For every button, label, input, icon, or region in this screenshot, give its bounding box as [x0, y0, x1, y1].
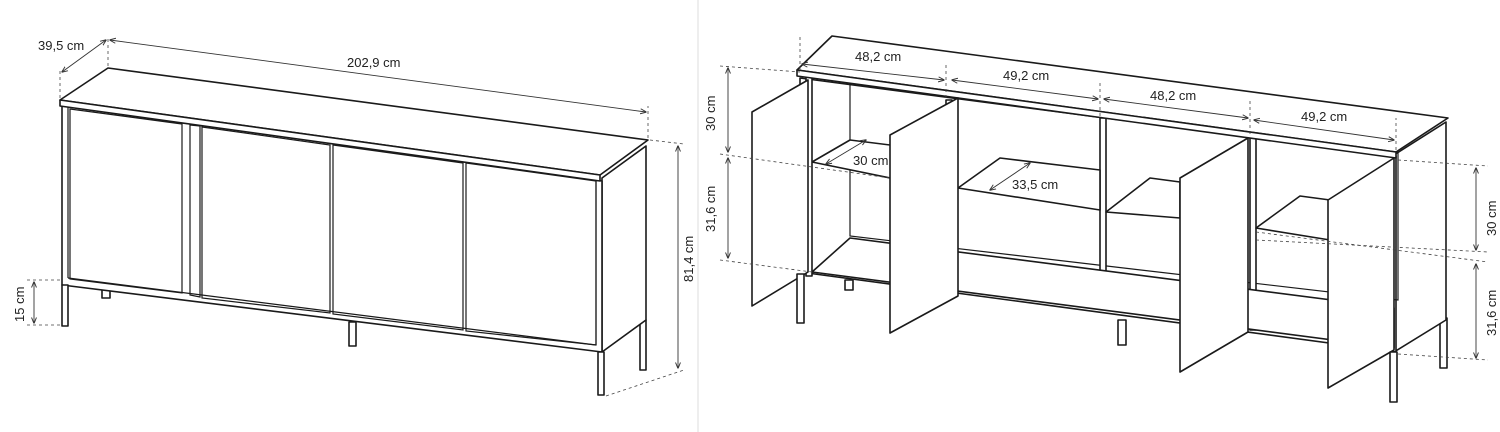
extension-line [1255, 239, 1489, 253]
side-panel [601, 145, 647, 353]
left-lower-height-label: 31,6 cm [703, 186, 718, 232]
side-panel [1393, 121, 1447, 353]
dimension-line [1104, 99, 1248, 118]
left-upper-height-label: 30 cm [703, 96, 718, 131]
dimension-line [1254, 120, 1394, 140]
leg-front-left [796, 273, 805, 324]
right-upper-height-label: 30 cm [1484, 201, 1499, 236]
extension-line [1255, 231, 1489, 263]
open-door-3 [1179, 137, 1249, 373]
top-edge [796, 69, 1397, 159]
dimension-line [802, 64, 944, 80]
door-4 [465, 162, 597, 346]
door-2 [201, 126, 331, 314]
open-door-2 [889, 97, 959, 334]
width-label-1: 48,2 cm [855, 49, 901, 64]
leg-front-right [597, 351, 605, 396]
width-label-3: 48,2 cm [1150, 88, 1196, 103]
leg-back-left [844, 279, 854, 291]
shelf-depth-label: 30 cm [853, 153, 888, 168]
top-edge [59, 99, 601, 182]
extension-line [649, 139, 685, 145]
leg-front-left [61, 284, 69, 327]
width-label-4: 49,2 cm [1301, 109, 1347, 124]
dimension-line [62, 40, 106, 72]
right-dimensions: 48,2 cm 49,2 cm 48,2 cm 49,2 cm 30 cm 31… [703, 36, 1499, 361]
leg-back-right [639, 319, 647, 371]
depth-label: 39,5 cm [38, 38, 84, 53]
height-label: 81,4 cm [681, 236, 696, 282]
leg-middle [348, 321, 357, 347]
leg-middle [1117, 319, 1127, 346]
open-door-1 [751, 79, 809, 307]
leg-front-right [1389, 351, 1398, 403]
open-door-4 [1327, 157, 1395, 389]
width-label-2: 49,2 cm [1003, 68, 1049, 83]
extension-line [719, 65, 801, 73]
right-lower-height-label: 31,6 cm [1484, 290, 1499, 336]
extension-line [605, 369, 685, 397]
extension-line [719, 153, 891, 179]
leg-back-right [1439, 317, 1448, 369]
inner-depth-label: 33,5 cm [1012, 177, 1058, 192]
dimension-line [990, 163, 1030, 190]
door-1 [69, 108, 183, 294]
dimension-line [826, 140, 866, 164]
width-label: 202,9 cm [347, 55, 400, 70]
door-divider [189, 124, 201, 298]
dimension-line [952, 80, 1098, 99]
closed-sideboard [59, 67, 649, 396]
dimension-line [110, 40, 646, 112]
leg-height-label: 15 cm [12, 287, 27, 322]
left-dimensions: 39,5 cm 202,9 cm 81,4 cm 15 cm [12, 36, 696, 397]
door-3 [332, 144, 464, 331]
